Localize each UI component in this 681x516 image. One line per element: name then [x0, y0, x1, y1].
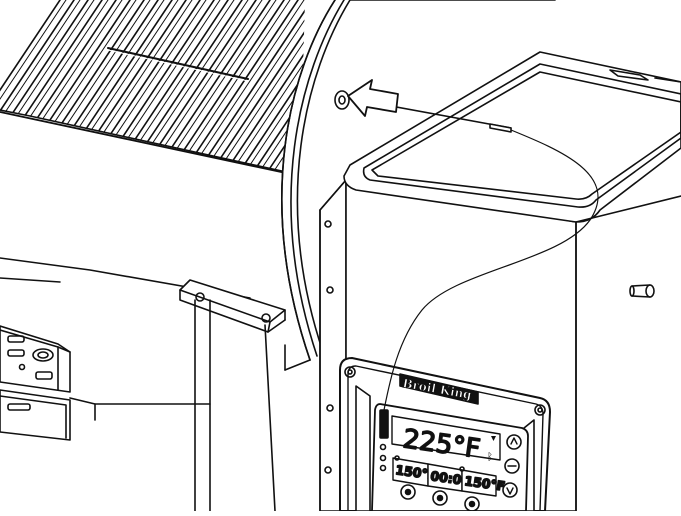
- grate-bar: [191, 0, 305, 175]
- probe-on-grate: [107, 47, 249, 82]
- grate-bar-edge: [169, 0, 291, 175]
- hopper-lid: [343, 51, 681, 223]
- grate-bar: [177, 0, 299, 175]
- menu-button[interactable]: [504, 458, 520, 474]
- timer-button[interactable]: [432, 490, 448, 506]
- grate-bar: [261, 0, 305, 175]
- grate-bar: [0, 0, 103, 175]
- probe-1-temperature: 150°F: [395, 462, 438, 483]
- probe-cable: [379, 103, 599, 411]
- controller-face: 225°F ᛒ 150°F 00:00 150°F: [371, 403, 529, 512]
- grate-bar-edge: [0, 0, 95, 175]
- grate-bar-edge: [0, 0, 109, 175]
- wifi-indicator-icon: [491, 436, 496, 441]
- grate-bar: [219, 0, 305, 175]
- grate-bar-edge: [197, 0, 305, 175]
- grate-bar: [0, 0, 89, 175]
- probe-jack-icon[interactable]: [379, 409, 389, 439]
- probe-2-box: [461, 469, 497, 497]
- main-temperature-readout: 225°F: [401, 424, 482, 465]
- probe-2-temperature: 150°F: [464, 473, 507, 494]
- grate-bar: [205, 0, 305, 175]
- probe-port: [334, 90, 350, 110]
- grate-bar: [247, 0, 305, 175]
- support-leg: [179, 279, 286, 512]
- insertion-arrow-icon: [347, 79, 399, 117]
- grate-bar: [0, 0, 61, 175]
- grate-bar-edge: [211, 0, 305, 175]
- grate-bar-edge: [225, 0, 305, 175]
- up-button[interactable]: [506, 434, 522, 450]
- grate-bar-edge: [0, 0, 81, 175]
- knob-icon: [32, 348, 54, 362]
- down-button[interactable]: [502, 482, 518, 498]
- grate-bar-edge: [0, 0, 67, 175]
- lcd-main-area: [391, 415, 501, 461]
- grate-bar: [0, 0, 75, 175]
- grate-bar: [233, 0, 305, 175]
- side-bolt-icon: [629, 284, 655, 298]
- side-panel-fragment: [0, 325, 71, 441]
- lid-end-cap: [281, 0, 556, 371]
- grate-bar-edge: [183, 0, 305, 175]
- grate-bar-edge: [253, 0, 305, 175]
- bluetooth-icon: ᛒ: [487, 452, 493, 463]
- light-button[interactable]: [400, 484, 416, 500]
